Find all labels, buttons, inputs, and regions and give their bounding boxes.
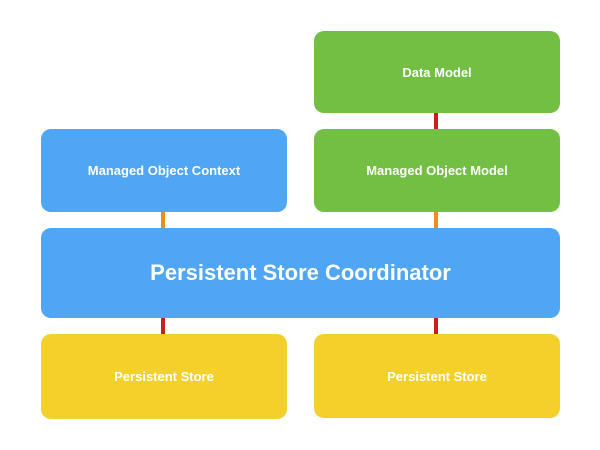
connector-moc-to-psc	[161, 212, 165, 228]
managed-object-context-box: Managed Object Context	[41, 129, 287, 212]
managed-object-context-label: Managed Object Context	[87, 163, 241, 178]
persistent-store-coordinator-box: Persistent Store Coordinator	[41, 228, 560, 318]
data-model-box: Data Model	[314, 31, 560, 113]
persistent-store-coordinator-label: Persistent Store Coordinator	[150, 260, 451, 285]
connector-data-model-to-mom	[434, 113, 438, 129]
connector-psc-to-store-right	[434, 318, 438, 334]
connector-mom-to-psc	[434, 212, 438, 228]
persistent-store-left-label: Persistent Store	[114, 369, 214, 384]
data-model-label: Data Model	[402, 64, 472, 80]
persistent-store-right-box: Persistent Store	[314, 334, 560, 418]
managed-object-model-label: Managed Object Model	[366, 163, 508, 178]
connector-psc-to-store-left	[161, 318, 165, 334]
persistent-store-right-label: Persistent Store	[387, 368, 487, 384]
persistent-store-left-box: Persistent Store	[41, 334, 287, 419]
managed-object-model-box: Managed Object Model	[314, 129, 560, 212]
